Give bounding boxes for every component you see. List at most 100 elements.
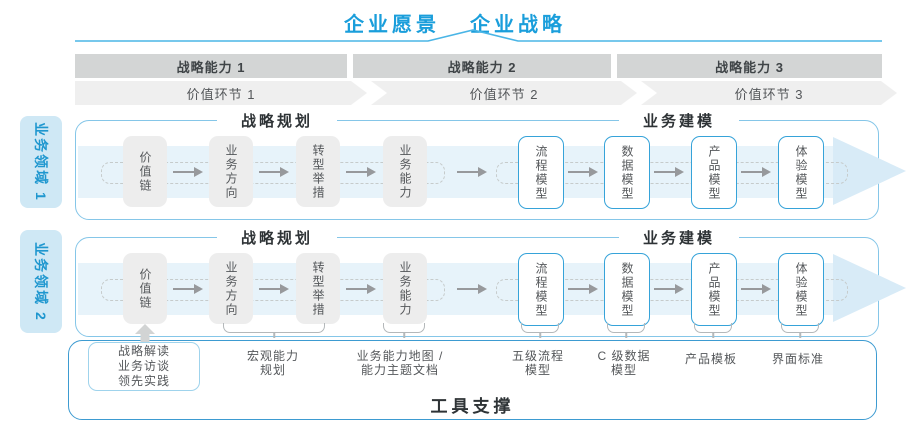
bracket-connector-macro: [223, 323, 325, 333]
strategy-capability-label: 战略能力 2: [447, 59, 517, 75]
flow-box-data-model: 数据模型: [604, 253, 650, 326]
domain-label-2: 业务领域 2: [20, 230, 62, 333]
annotation-line: C 级数据: [597, 349, 651, 363]
flow-box-label: 流程模型: [534, 144, 548, 201]
annotation-product-template: 产品模板: [651, 352, 771, 366]
bracket-connector-data: [607, 323, 645, 333]
flow-box-label: 价值链: [138, 267, 152, 310]
domain-label-text: 业务领域 2: [33, 241, 49, 322]
dashed-track-modeling: [496, 279, 848, 301]
flow-arrow-icon: [741, 284, 771, 294]
vision-title: 企业愿景: [344, 14, 440, 36]
flow-box-label: 转型举措: [311, 143, 325, 200]
flow-arrow-icon: [457, 167, 487, 177]
value-link-label: 价值环节 3: [734, 86, 804, 102]
flow-arrow-icon: [346, 167, 376, 177]
flow-box-process-model: 流程模型: [518, 253, 564, 326]
dashed-track-modeling: [496, 162, 848, 184]
annotation-line: 界面标准: [771, 352, 824, 366]
flow-box-experience-model: 体验模型: [778, 136, 824, 209]
annotation-line: 规划: [259, 363, 286, 377]
dashed-track-planning: [101, 279, 445, 301]
flow-box-label: 价值链: [138, 150, 152, 193]
value-link-label: 价值环节 2: [469, 86, 539, 102]
section-title-modeling: 业务建模: [619, 110, 739, 131]
strategy-capability-bar-1: 战略能力 1: [75, 54, 347, 78]
bracket-connector-capability-map: [383, 323, 425, 333]
flow-box-label: 体验模型: [794, 144, 808, 201]
annotation-capability-map: 业务能力地图 / 能力主题文档: [325, 349, 475, 377]
flow-box-label: 转型举措: [311, 260, 325, 317]
flow-box-label: 产品模型: [707, 144, 721, 201]
flow-arrow-icon: [568, 284, 598, 294]
strategy-capability-bar-2: 战略能力 2: [353, 54, 611, 78]
section-title-planning: 战略规划: [217, 110, 337, 131]
flow-arrow-icon: [173, 167, 203, 177]
annotation-line: 宏观能力: [246, 349, 299, 363]
annotation-line: 业务能力地图 /: [356, 349, 444, 363]
flow-arrow-icon: [654, 167, 684, 177]
vision-caret-line: [75, 29, 882, 42]
bracket-connector-process: [521, 323, 559, 333]
annotation-line: 模型: [524, 363, 551, 377]
flow-box-label: 业务能力: [398, 260, 412, 317]
flow-box-process-model: 流程模型: [518, 136, 564, 209]
flow-box-label: 数据模型: [620, 261, 634, 318]
up-arrow-icon: [135, 324, 155, 343]
domain-label-text: 业务领域 1: [33, 122, 49, 202]
flow-arrow-icon: [259, 284, 289, 294]
value-link-chevron-3: 价值环节 3: [641, 81, 897, 105]
page-title: 企业愿景 企业战略: [0, 8, 910, 37]
tool-support-panel: 工具支撑: [68, 340, 877, 420]
flow-arrow-icon: [654, 284, 684, 294]
flow-arrow-icon: [259, 167, 289, 177]
practice-line: 领先实践: [117, 374, 170, 388]
flow-box-label: 体验模型: [794, 261, 808, 318]
flow-box-transformation: 转型举措: [296, 136, 340, 207]
annotation-process-model: 五级流程 模型: [478, 349, 598, 377]
flow-arrow-icon: [741, 167, 771, 177]
flow-box-data-model: 数据模型: [604, 136, 650, 209]
flow-box-label: 产品模型: [707, 261, 721, 318]
bracket-connector-product: [694, 323, 732, 333]
flow-box-label: 流程模型: [534, 261, 548, 318]
annotation-macro-capability: 宏观能力 规划: [213, 349, 333, 377]
practice-line: 战略解读: [117, 344, 170, 358]
annotation-data-model: C 级数据 模型: [564, 349, 684, 377]
flow-box-label: 业务方向: [224, 260, 238, 317]
value-link-label: 价值环节 1: [186, 86, 256, 102]
flow-box-label: 业务能力: [398, 143, 412, 200]
flow-box-business-capability: 业务能力: [383, 253, 427, 324]
flow-box-product-model: 产品模型: [691, 253, 737, 326]
flow-box-value-chain: 价值链: [123, 253, 167, 324]
flow-box-product-model: 产品模型: [691, 136, 737, 209]
flow-box-experience-model: 体验模型: [778, 253, 824, 326]
flow-arrow-icon: [457, 284, 487, 294]
flow-box-transformation: 转型举措: [296, 253, 340, 324]
annotation-line: 产品模板: [684, 352, 737, 366]
strategy-capability-bar-3: 战略能力 3: [617, 54, 882, 78]
practice-line: 业务访谈: [117, 359, 170, 373]
flow-box-business-capability: 业务能力: [383, 136, 427, 207]
flow-arrow-icon: [568, 167, 598, 177]
strategy-capability-label: 战略能力 3: [715, 59, 784, 75]
annotation-line: 模型: [610, 363, 637, 377]
flow-box-label: 业务方向: [224, 143, 238, 200]
dashed-track-planning: [101, 162, 445, 184]
bracket-connector-ui: [781, 323, 819, 333]
flow-arrow-icon: [173, 284, 203, 294]
domain-flow-panel-2: 战略规划 业务建模 价值链 业务方向 转型举措 业务能力 流程模型 数据模型 产…: [75, 227, 906, 337]
domain-label-1: 业务领域 1: [20, 116, 62, 208]
domain-flow-panel-1: 战略规划 业务建模 价值链 业务方向 转型举措 业务能力 流程模型 数据模型 产…: [75, 110, 906, 220]
annotation-line: 能力主题文档: [360, 363, 439, 377]
value-link-chevron-2: 价值环节 2: [371, 81, 637, 105]
section-title-planning: 战略规划: [217, 227, 337, 248]
value-link-chevron-1: 价值环节 1: [75, 81, 367, 105]
section-title-modeling: 业务建模: [619, 227, 739, 248]
strategy-title: 企业战略: [470, 14, 566, 36]
flow-arrow-icon: [346, 284, 376, 294]
practice-box: 战略解读 业务访谈 领先实践: [88, 342, 200, 391]
annotation-ui-standard: 界面标准: [738, 352, 858, 366]
annotation-line: 五级流程: [511, 349, 564, 363]
